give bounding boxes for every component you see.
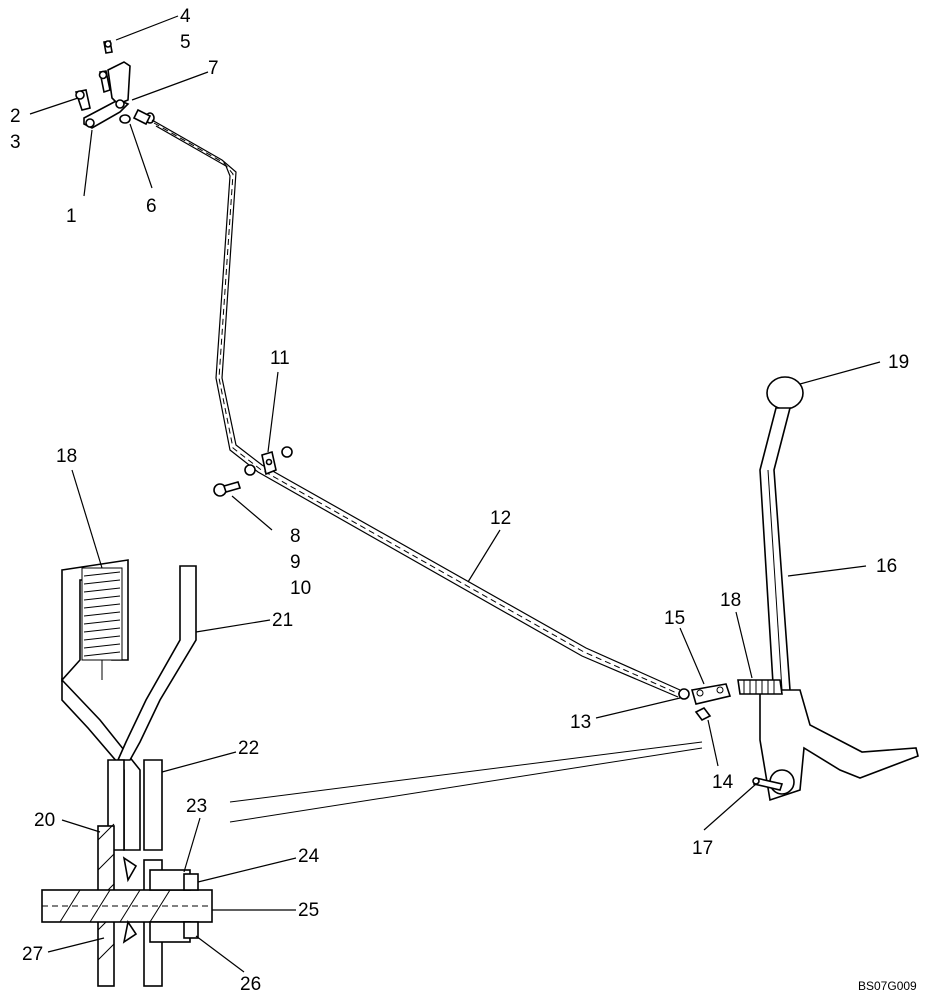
callout-16: 16 (876, 556, 897, 577)
callout-26: 26 (240, 974, 261, 995)
callout-14: 14 (712, 772, 734, 793)
callout-24: 24 (298, 846, 320, 867)
shift-rod (151, 119, 681, 698)
callout-23: 23 (186, 796, 207, 817)
callout-6: 6 (146, 196, 157, 217)
callout-13: 13 (570, 712, 591, 733)
callout-15: 15 (664, 608, 685, 629)
callout-22: 22 (238, 738, 259, 759)
callout-12: 12 (490, 508, 511, 529)
callout-10: 10 (290, 578, 311, 599)
callout-8: 8 (290, 526, 301, 547)
section-detail (41, 559, 213, 987)
shift-lever (752, 376, 919, 802)
spring-right (737, 679, 783, 695)
callouts: 1 2 3 4 5 6 7 8 9 10 11 12 13 14 15 16 1… (10, 6, 909, 995)
bracket-assembly (74, 40, 155, 129)
callout-19: 19 (888, 352, 909, 373)
callout-17: 17 (692, 838, 713, 859)
callout-5: 5 (180, 32, 191, 53)
callout-1: 1 (66, 206, 77, 227)
callout-25: 25 (298, 900, 319, 921)
callout-18-right: 18 (720, 590, 741, 611)
callout-18-left: 18 (56, 446, 77, 467)
callout-21: 21 (272, 610, 293, 631)
callout-9: 9 (290, 552, 301, 573)
clevis (678, 683, 732, 722)
callout-11: 11 (270, 348, 290, 369)
callout-2: 2 (10, 106, 21, 127)
callout-20: 20 (34, 810, 55, 831)
drawing-code: BS07G009 (858, 979, 917, 993)
callout-3: 3 (10, 132, 21, 153)
callout-7: 7 (208, 58, 219, 79)
leader-lines (29, 15, 881, 973)
callout-4: 4 (180, 6, 191, 27)
rod-clip (213, 446, 293, 497)
callout-27: 27 (22, 944, 43, 965)
